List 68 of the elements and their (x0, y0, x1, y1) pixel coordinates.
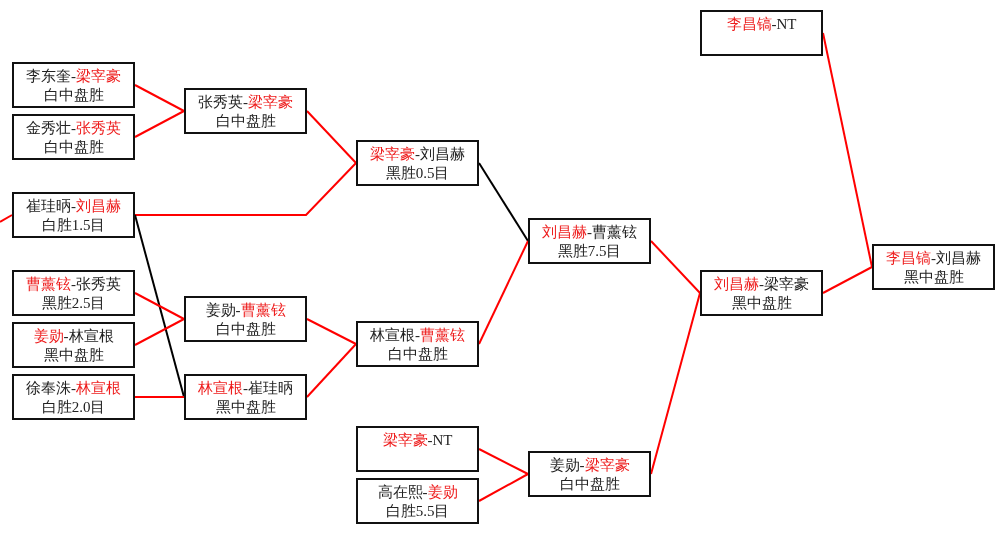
match-result: 黑胜2.5目 (41, 294, 106, 313)
match-result: 黑中盘胜 (215, 398, 276, 417)
match-box (12, 62, 135, 108)
bracket-line (478, 448, 529, 475)
match-pairing: 李东奎-梁宰豪 (26, 67, 121, 86)
match-box (700, 10, 823, 56)
match-pairing: 高在熙-姜勋 (377, 483, 458, 502)
bracket-line (134, 84, 185, 112)
bracket-line (306, 110, 357, 164)
match-result: 白胜1.5目 (41, 216, 106, 235)
match-result: 白胜5.5目 (385, 502, 450, 521)
match-box (12, 192, 135, 238)
match-result: 黑中盘胜 (43, 346, 104, 365)
match-box (12, 374, 135, 420)
match-pairing: 梁宰豪-NT (382, 431, 453, 450)
match-box (184, 374, 307, 420)
bracket-line (134, 396, 185, 398)
match-box (356, 478, 479, 524)
bracket-line (478, 473, 529, 502)
match-box (356, 321, 479, 367)
match-pairing: 李昌镐-NT (726, 15, 797, 34)
match-pairing: 曹薰铉-张秀英 (26, 275, 121, 294)
bracket-line (650, 240, 701, 294)
bracket-line (134, 162, 357, 216)
bracket-line (134, 318, 185, 346)
bracket-line (0, 214, 13, 223)
match-result: 白胜2.0目 (41, 398, 106, 417)
bracket-line (478, 162, 529, 242)
bracket-line (478, 240, 529, 345)
match-box (12, 270, 135, 316)
match-result: 白中盘胜 (215, 320, 276, 339)
match-box (184, 296, 307, 342)
match-result: 黑胜7.5目 (557, 242, 622, 261)
bracket-line (134, 110, 185, 138)
match-pairing: 姜勋-梁宰豪 (549, 456, 630, 475)
match-pairing: 金秀壮-张秀英 (26, 119, 121, 138)
match-box (356, 426, 479, 472)
match-pairing: 姜勋-林宣根 (33, 327, 114, 346)
match-result: 黑胜0.5目 (385, 164, 450, 183)
match-box (12, 114, 135, 160)
match-result: 白中盘胜 (43, 138, 104, 157)
match-pairing: 张秀英-梁宰豪 (198, 93, 293, 112)
bracket-line (306, 343, 357, 398)
match-box (12, 322, 135, 368)
match-pairing: 林宣根-崔珪昞 (198, 379, 293, 398)
bracket-line (822, 266, 873, 294)
match-pairing: 刘昌赫-梁宰豪 (714, 275, 809, 294)
match-box (356, 140, 479, 186)
match-pairing: 崔珪昞-刘昌赫 (26, 197, 121, 216)
match-box (700, 270, 823, 316)
match-result: 白中盘胜 (559, 475, 620, 494)
match-result: 白中盘胜 (387, 345, 448, 364)
match-box (184, 88, 307, 134)
match-pairing: 徐奉洙-林宣根 (26, 379, 121, 398)
match-box (528, 451, 651, 497)
match-pairing: 姜勋-曹薰铉 (205, 301, 286, 320)
match-pairing: 刘昌赫-曹薰铉 (542, 223, 637, 242)
match-result: 黑中盘胜 (903, 268, 964, 287)
match-result: 黑中盘胜 (731, 294, 792, 313)
match-pairing: 李昌镐-刘昌赫 (886, 249, 981, 268)
match-box (528, 218, 651, 264)
match-result: 白中盘胜 (43, 86, 104, 105)
bracket-line (134, 292, 185, 320)
bracket-line (306, 318, 357, 345)
match-result: 白中盘胜 (215, 112, 276, 131)
match-pairing: 林宣根-曹薰铉 (370, 326, 465, 345)
match-box (872, 244, 995, 290)
match-pairing: 梁宰豪-刘昌赫 (370, 145, 465, 164)
